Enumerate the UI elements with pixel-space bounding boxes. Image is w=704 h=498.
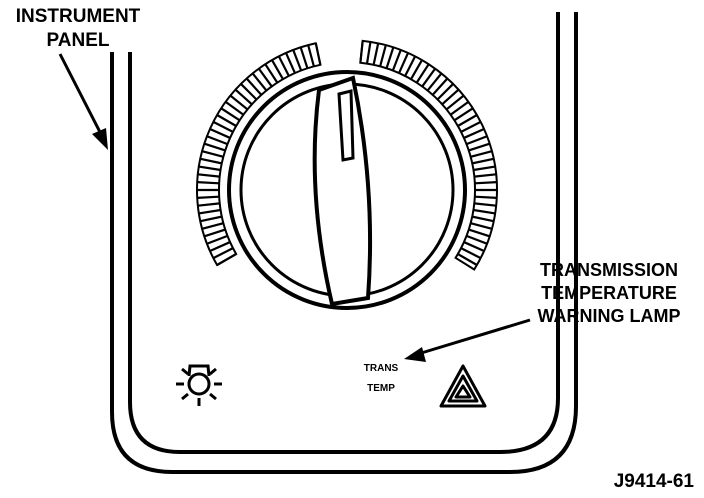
tick-mark [457,253,478,266]
tick-mark [453,107,474,122]
instrument-label-line1: INSTRUMENT [16,6,141,27]
tick-mark [198,208,221,215]
tick-mark [468,228,490,238]
tick-mark [391,49,402,71]
tick-mark [468,142,490,152]
tick-mark [359,40,364,63]
tick-mark [206,234,228,245]
tick-mark [277,55,290,77]
hazard-triangle-icon [439,364,487,408]
tick-mark [474,181,497,185]
tick-mark [204,228,226,238]
tick-mark [284,52,296,74]
tick-mark [201,150,224,158]
tick-mark [198,165,221,172]
tick-mark [449,100,469,116]
tick-mark [441,88,460,106]
tick-mark [473,208,496,215]
tick-mark [379,44,387,67]
tick-mark [212,120,234,133]
tick-mark [209,127,231,139]
tick-mark [415,63,430,84]
tick-mark [463,241,485,253]
tick-mark [200,157,223,165]
tick-mark [307,44,315,67]
tick-mark [473,165,496,172]
trans-text: TRANS [364,363,399,374]
tick-mark [398,52,410,74]
warning-leader-line [417,318,531,356]
tick-mark [474,195,497,199]
warning-lamp-callout: TRANSMISSION TEMPERATURE WARNING LAMP [404,260,681,362]
tick-mark [216,114,237,127]
temperature-scale-ticks [196,39,498,271]
tick-mark [466,234,488,245]
tick-mark [197,202,220,207]
warning-arrowhead [404,347,426,362]
tick-mark [206,135,228,146]
tick-mark [204,142,226,152]
temp-text: TEMP [367,383,395,394]
tick-mark [431,77,449,96]
tick-mark [426,72,443,92]
tick-mark [410,59,423,80]
instrument-label-line2: PANEL [47,30,110,51]
tick-mark [471,215,494,223]
light-bulb-icon [176,364,222,406]
figure-id: J9414-61 [614,471,695,492]
instrument-leader-line [58,53,105,139]
warning-label-line2: TEMPERATURE [541,283,677,303]
tick-mark [201,222,224,230]
trans-temp-lamp: TRANS TEMP [364,363,399,394]
tick-mark [197,195,220,199]
knob-handle[interactable] [312,75,373,307]
tick-mark [212,247,234,260]
tick-mark [460,120,482,133]
tick-mark [372,43,380,66]
tick-mark [197,181,220,185]
tick-mark [470,150,493,158]
tick-mark [470,222,493,230]
tick-mark [460,247,482,260]
warning-label-line3: WARNING LAMP [538,306,681,326]
tick-mark [466,135,488,146]
tick-mark [234,88,253,106]
tick-mark [385,47,395,69]
tick-mark [251,72,268,92]
instrument-arrowhead [92,128,108,150]
tick-mark [209,241,231,253]
tick-mark [220,107,241,122]
tick-arc-outline [359,39,498,271]
tick-mark [245,77,263,96]
tick-mark [229,94,249,111]
tick-mark [197,173,220,178]
tick-mark [225,100,245,116]
tick-mark [463,127,485,139]
tick-mark [474,173,497,178]
tick-mark [436,83,454,101]
tick-mark [299,47,309,69]
tick-mark [457,114,478,127]
tick-mark [264,63,279,84]
tick-mark [365,41,372,64]
tick-mark [271,59,284,80]
tick-mark [200,215,223,223]
tick-mark [421,68,437,88]
tick-mark [404,55,417,77]
tick-mark [445,94,465,111]
tick-mark [471,157,494,165]
knob-pointer-slot [337,89,355,162]
panel-outline [110,12,578,474]
tick-mark [257,68,273,88]
tick-mark [240,83,258,101]
rotary-knob[interactable] [227,70,467,310]
tick-mark [314,43,322,66]
instrument-panel-callout: INSTRUMENT PANEL [16,6,141,150]
tick-mark [216,253,237,266]
warning-label-line1: TRANSMISSION [540,260,678,280]
tick-mark [474,202,497,207]
tick-mark [292,49,303,71]
